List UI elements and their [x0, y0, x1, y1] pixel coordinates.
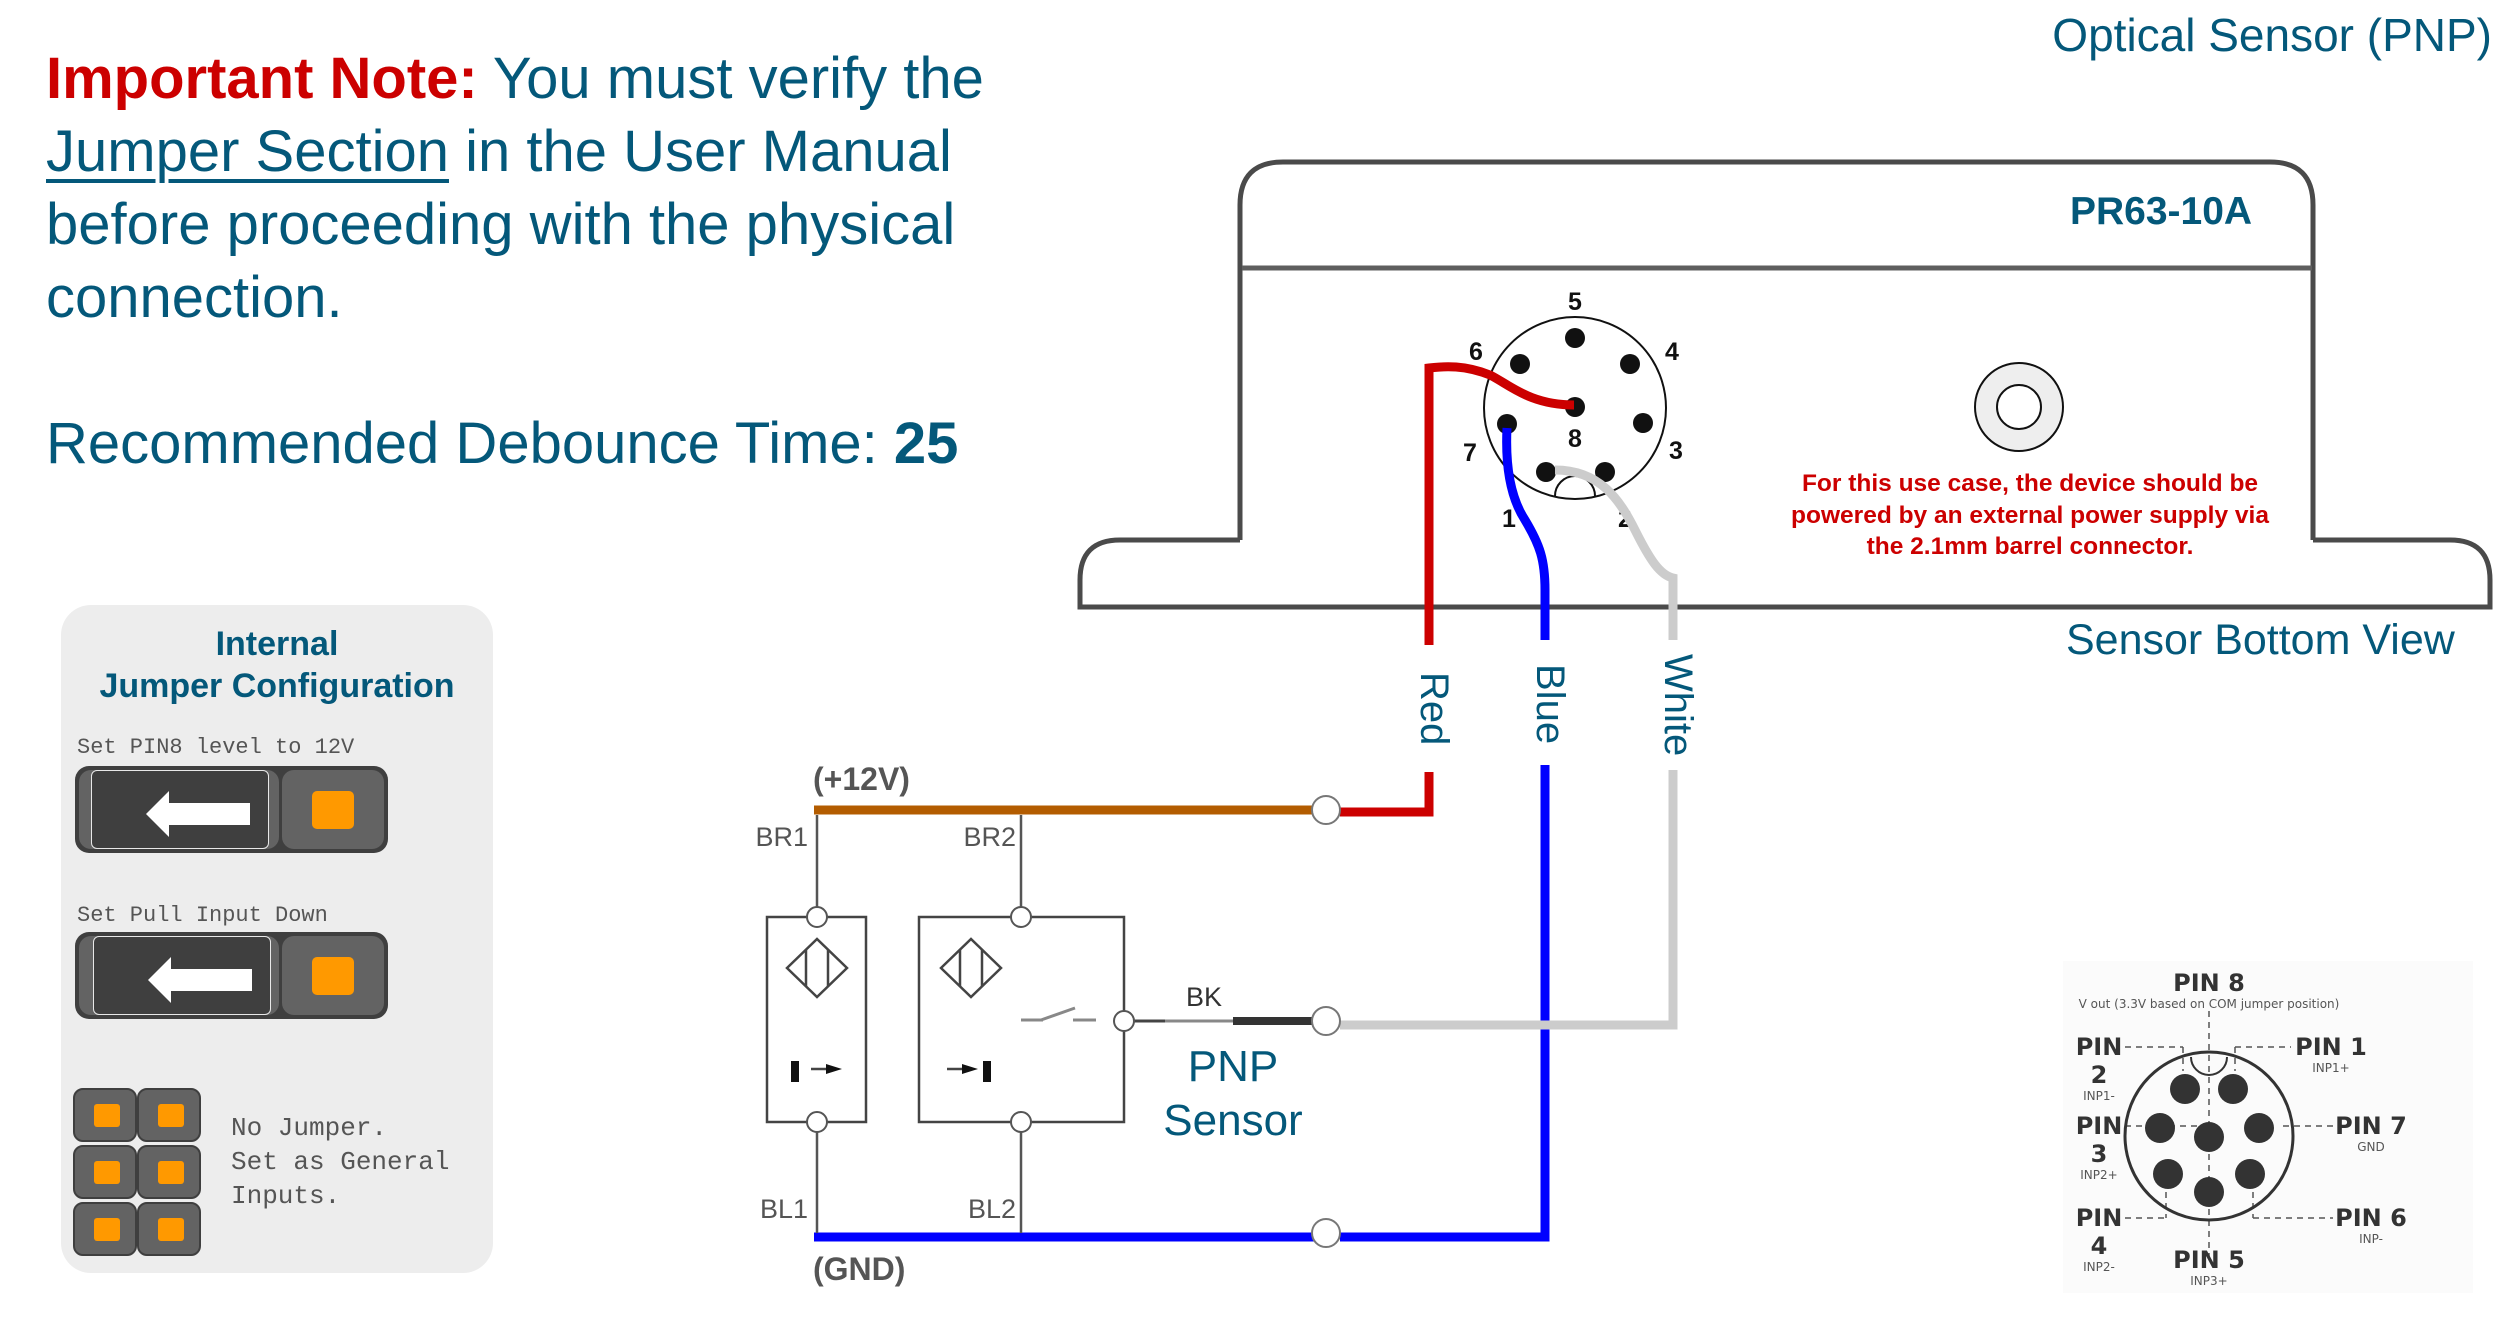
white-wire-upper	[1554, 465, 1678, 640]
br1-label: BR1	[755, 822, 808, 852]
connector-pin-5	[1565, 328, 1585, 348]
jumper-config-panel: Internal Jumper Configuration Set PIN8 l…	[61, 605, 493, 1273]
emitter-symbol	[765, 915, 868, 1124]
pinout-pin4: PIN 4 INP2-	[2075, 1204, 2123, 1274]
connector-pin-2	[1595, 462, 1615, 482]
pin-number-1: 1	[1502, 505, 1516, 533]
switch-icon	[1021, 1006, 1096, 1022]
terminal-bl2	[1010, 1111, 1032, 1133]
diagram-title: Optical Sensor (PNP)	[2052, 9, 2492, 61]
supply-label: (+12V)	[813, 761, 910, 797]
note-text-part1: You must verify the	[477, 46, 984, 111]
br2-label: BR2	[963, 822, 1016, 852]
terminal-bl1	[806, 1111, 828, 1133]
connector-pin-1	[1536, 462, 1556, 482]
junction-ground[interactable]	[1311, 1218, 1341, 1248]
header-pin	[137, 1145, 201, 1199]
pin-number-8: 8	[1568, 425, 1582, 453]
important-note-label: Important Note:	[46, 46, 478, 111]
wire-label-blue: Blue	[1528, 664, 1572, 745]
no-jumper-line2: Set as General	[231, 1147, 450, 1177]
connector-outline	[1483, 316, 1667, 500]
arrow-left-icon	[148, 957, 252, 1003]
wire-label-white: White	[1656, 654, 1700, 757]
no-jumper-description: No Jumper. Set as General Inputs.	[231, 1111, 449, 1213]
jumper-pull-down[interactable]	[75, 932, 388, 1019]
pin-number-6: 6	[1469, 338, 1483, 366]
pin-number-5: 5	[1568, 288, 1582, 316]
header-pin	[73, 1202, 137, 1256]
pinout-pin3: PIN 3 INP2+	[2075, 1112, 2123, 1182]
ground-label: (GND)	[813, 1251, 905, 1287]
connector-pin-6	[1510, 354, 1530, 374]
enclosure-flange	[1077, 537, 2493, 610]
debounce-value: 25	[893, 411, 959, 476]
debounce-label: Recommended Debounce Time:	[46, 411, 894, 476]
terminal-output	[1113, 1010, 1135, 1032]
header-pin	[137, 1202, 201, 1256]
no-jumper-line3: Inputs.	[231, 1181, 341, 1211]
pinout-reference: PIN 8 V out (3.3V based on COM jumper po…	[2063, 961, 2473, 1293]
connector-8pin: 5 4 3 2 1 7 6 8	[1463, 288, 1683, 533]
jumper-pin8-12v[interactable]	[75, 766, 388, 853]
sensor-bottom-view-label: Sensor Bottom View	[2066, 616, 2455, 664]
power-supply-note: For this use case, the device should be …	[1791, 470, 2269, 560]
jumper-panel-title: Internal Jumper Configuration	[61, 623, 493, 707]
pinout-diagram	[2123, 1011, 2333, 1261]
device-model: PR63-10A	[2070, 190, 2253, 233]
junction-supply[interactable]	[1311, 795, 1341, 825]
device-enclosure	[1077, 159, 2493, 610]
pinout-pin8: PIN 8 V out (3.3V based on COM jumper po…	[2078, 969, 2340, 1011]
junction-signal[interactable]	[1311, 1006, 1341, 1036]
enclosure-body	[1237, 159, 2316, 540]
white-wire-lower	[1340, 770, 1678, 1030]
connector-pin-3	[1633, 413, 1653, 433]
header-pin	[137, 1088, 201, 1142]
jumper-pad	[312, 791, 354, 829]
pinout-pin5: PIN 5 INP3+	[2173, 1246, 2245, 1288]
pnp-sensor-label: PNP Sensor	[1158, 1040, 1308, 1148]
barrel-connector-icon	[1974, 362, 2064, 452]
bk-label: BK	[1186, 982, 1222, 1012]
pinout-pin1: PIN 1 INP1+	[2295, 1033, 2367, 1075]
bl2-label: BL2	[968, 1194, 1016, 1224]
terminal-br2	[1010, 906, 1032, 928]
jumper-cap	[91, 770, 269, 849]
wire-label-red: Red	[1412, 672, 1456, 746]
jumper-section-link[interactable]: Jumper Section	[46, 119, 449, 184]
bl1-label: BL1	[760, 1194, 808, 1224]
pin-number-7: 7	[1463, 439, 1477, 467]
arrow-left-icon	[146, 791, 250, 837]
jumper-title-line1: Internal	[215, 625, 339, 663]
blue-wire-upper	[1502, 427, 1550, 640]
jumper-pad	[312, 957, 354, 995]
terminal-br1	[806, 906, 828, 928]
pnp-label-line1: PNP	[1187, 1042, 1279, 1091]
blue-wire-lower	[1340, 765, 1550, 1242]
red-wire-upper	[1424, 362, 1575, 645]
jumper-label-pin8: Set PIN8 level to 12V	[77, 735, 355, 760]
debounce-time: Recommended Debounce Time: 25	[46, 410, 958, 477]
connector-pin-7	[1497, 414, 1517, 434]
receiver-symbol	[917, 915, 1126, 1124]
jumper-label-pulldown: Set Pull Input Down	[77, 903, 328, 928]
pnp-label-line2: Sensor	[1163, 1096, 1303, 1145]
pinout-pin2: PIN 2 INP1-	[2075, 1033, 2123, 1103]
jumper-cap	[93, 936, 271, 1015]
pin-number-4: 4	[1665, 338, 1679, 366]
red-wire-lower	[1340, 772, 1434, 817]
pinout-pin6: PIN 6 INP-	[2335, 1204, 2407, 1246]
header-pin	[73, 1145, 137, 1199]
important-note: Important Note: You must verify the Jump…	[46, 42, 1026, 334]
note-text-part2: in the User Manual before proceeding wit…	[46, 119, 956, 330]
no-jumper-line1: No Jumper.	[231, 1113, 388, 1143]
pinout-pin7: PIN 7 GND	[2335, 1112, 2407, 1154]
pin-number-3: 3	[1669, 437, 1683, 465]
header-pin	[73, 1088, 137, 1142]
connector-pin-4	[1620, 354, 1640, 374]
jumper-title-line2: Jumper Configuration	[99, 667, 455, 705]
